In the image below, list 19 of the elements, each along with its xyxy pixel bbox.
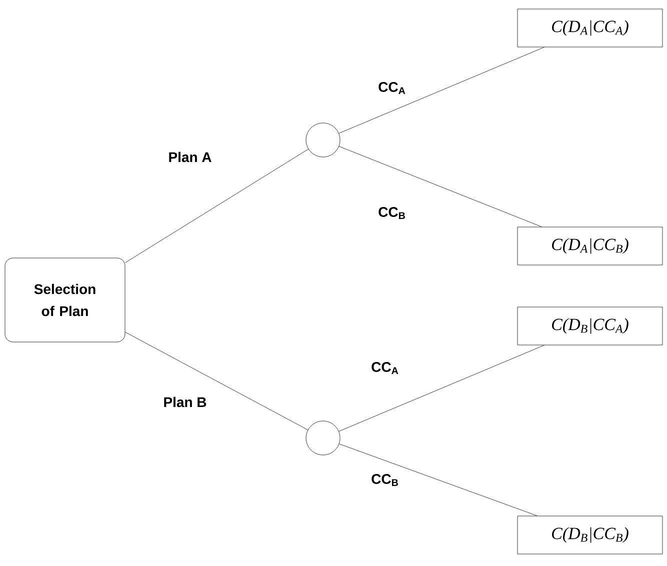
outcome-box: C(D$_{B}$|CC$_{B}$) — [517, 516, 663, 554]
outcome-box: C(D$_{B}$|CC$_{A}$) — [517, 306, 663, 346]
branch-line — [125, 148, 309, 263]
branch-line — [338, 146, 542, 227]
edge-label: Plan A — [169, 152, 212, 162]
edge-label: CC$_{B}$ — [372, 474, 398, 486]
edge-label: Plan B — [164, 396, 206, 408]
decision-box: Selection of Plan — [4, 258, 126, 342]
branch-line — [338, 444, 538, 516]
branch-line — [338, 345, 544, 432]
branch-line — [125, 332, 308, 430]
edge-label: CC$_{A}$ — [378, 82, 406, 94]
edge-label: CC$_{A}$ — [372, 362, 398, 374]
outcome-box: C(D$_{A}$|CC$_{B}$) — [517, 226, 663, 266]
branch-line — [338, 47, 544, 134]
outcome-box: C(D$_{A}$|CC$_{A}$) — [517, 8, 663, 48]
edge-label: CC$_{B}$ — [378, 207, 405, 219]
chance-node — [306, 420, 340, 456]
chance-node — [306, 122, 340, 158]
